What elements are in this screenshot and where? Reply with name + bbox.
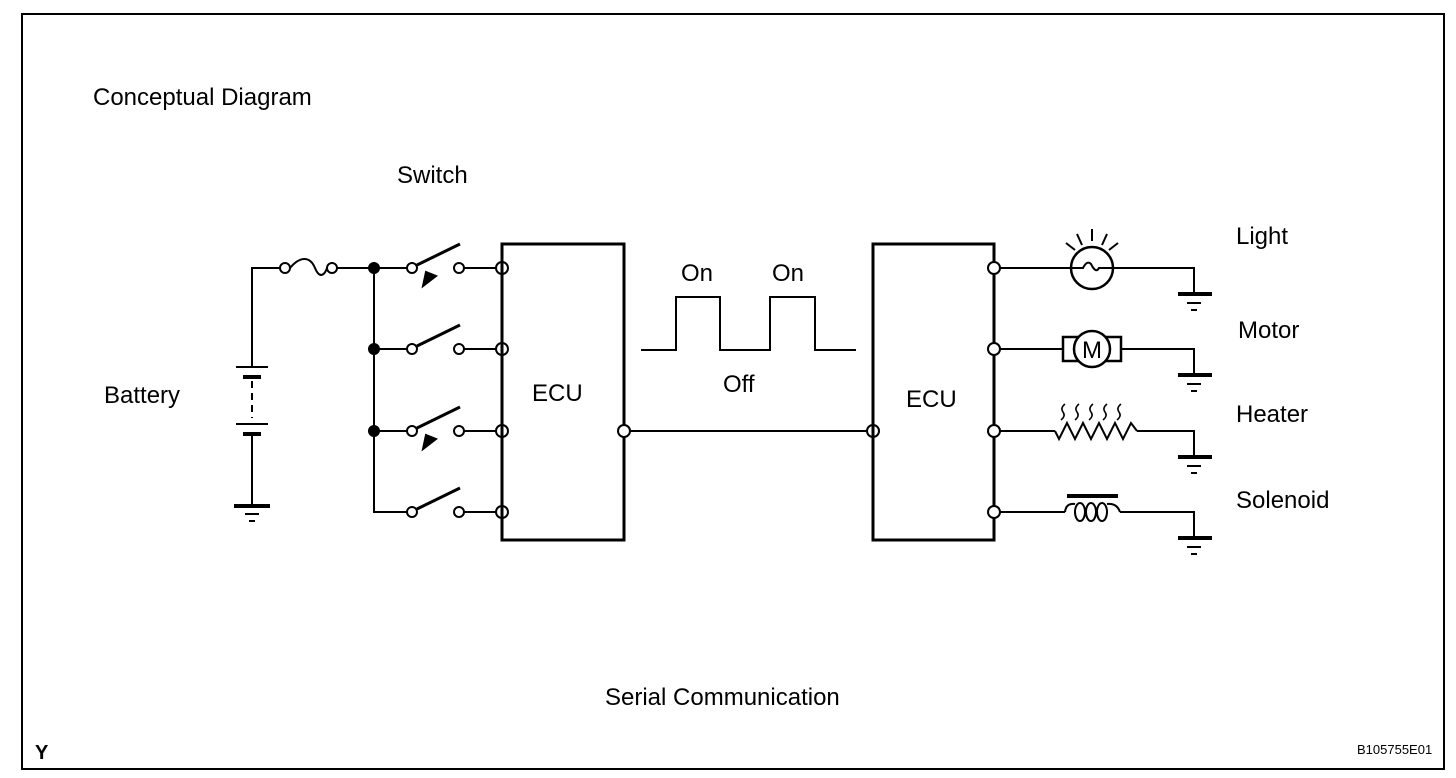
switch-1 bbox=[368, 242, 509, 289]
ground-icon bbox=[1178, 455, 1212, 474]
switch-2 bbox=[368, 323, 509, 356]
ground-icon bbox=[234, 504, 270, 522]
switch-contact bbox=[453, 262, 465, 274]
terminal bbox=[987, 424, 1001, 438]
solenoid-icon bbox=[987, 494, 1212, 555]
signal-waveform bbox=[641, 296, 856, 351]
heater-icon bbox=[987, 403, 1212, 474]
svg-text:M: M bbox=[1082, 337, 1102, 364]
signal-on-label: On bbox=[681, 260, 714, 287]
arrow-head-icon bbox=[421, 433, 439, 452]
lamp-icon bbox=[987, 229, 1212, 311]
corner-mark: Y bbox=[35, 742, 49, 764]
arrow-head-icon bbox=[421, 270, 439, 289]
switch-4 bbox=[406, 486, 509, 519]
switch-contact bbox=[453, 506, 465, 518]
diagram-title: Conceptual Diagram bbox=[93, 84, 312, 111]
switch-contact bbox=[453, 425, 465, 437]
load-label-light: Light bbox=[1236, 223, 1289, 250]
switch-3 bbox=[368, 405, 509, 452]
terminal bbox=[987, 505, 1001, 519]
terminal bbox=[617, 424, 631, 438]
switch-contact bbox=[406, 425, 418, 437]
ground-icon bbox=[1178, 292, 1212, 311]
load-label-heater: Heater bbox=[1236, 401, 1309, 428]
battery-symbol bbox=[236, 267, 284, 505]
ecu-right-box bbox=[871, 242, 996, 542]
load-label-motor: Motor bbox=[1238, 317, 1300, 344]
fuse-icon bbox=[279, 258, 374, 276]
figure-id: B105755E01 bbox=[1357, 742, 1433, 757]
terminal bbox=[987, 261, 1001, 275]
diagram-frame bbox=[21, 13, 1445, 770]
terminal bbox=[987, 342, 1001, 356]
ecu-right-label: ECU bbox=[906, 386, 957, 413]
switch-contact bbox=[406, 343, 418, 355]
switch-contact bbox=[453, 343, 465, 355]
switch-contact bbox=[406, 506, 418, 518]
battery-label: Battery bbox=[104, 382, 181, 409]
motor-icon: M bbox=[987, 329, 1212, 392]
ecu-left-label: ECU bbox=[532, 380, 583, 407]
load-label-solenoid: Solenoid bbox=[1236, 487, 1330, 514]
switch-bus bbox=[373, 268, 412, 513]
signal-off-label: Off bbox=[723, 371, 755, 398]
signal-on-label: On bbox=[772, 260, 805, 287]
switch-contact bbox=[406, 262, 418, 274]
ecu-left-box bbox=[500, 242, 626, 542]
ground-icon bbox=[1178, 373, 1212, 392]
ground-icon bbox=[1178, 536, 1212, 555]
caption: Serial Communication bbox=[605, 684, 840, 711]
switch-label: Switch bbox=[397, 162, 468, 189]
